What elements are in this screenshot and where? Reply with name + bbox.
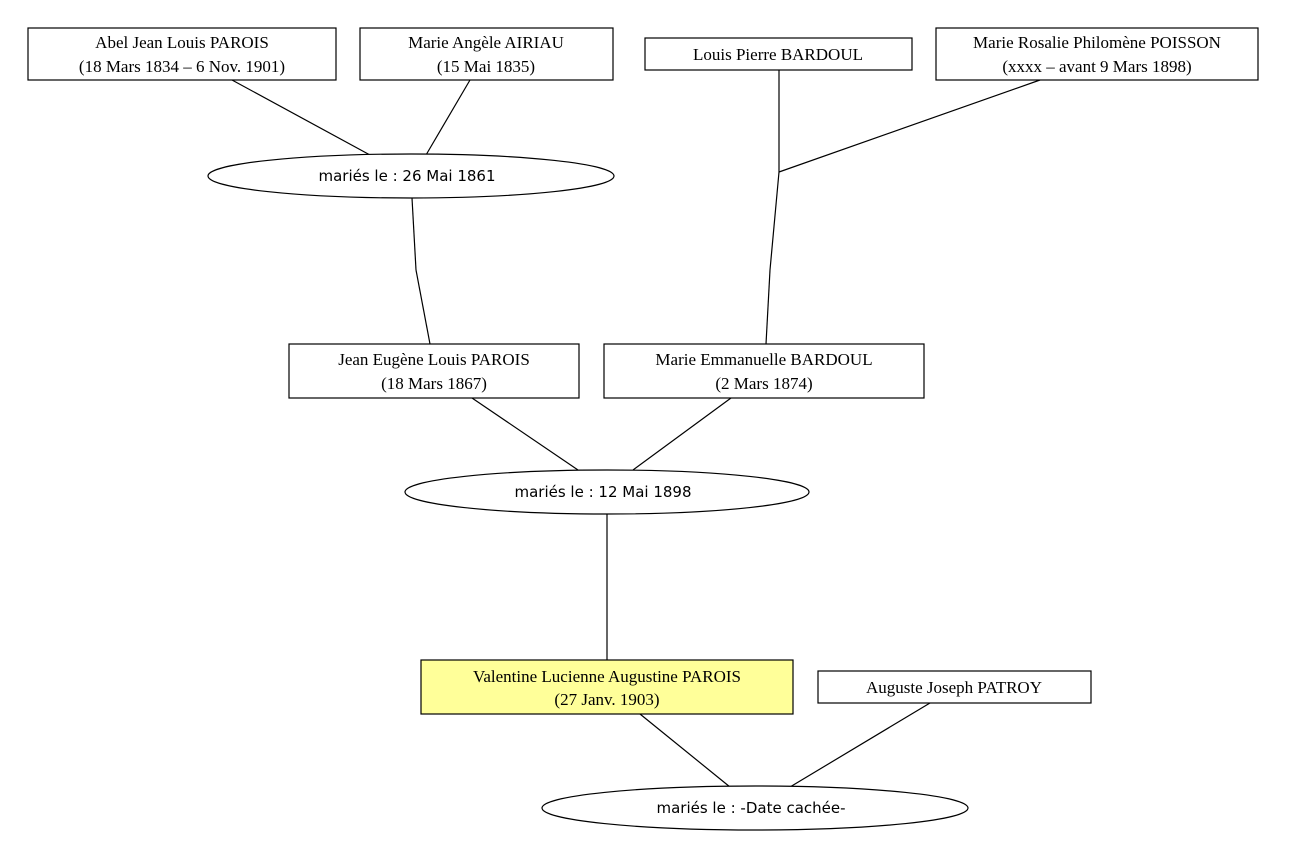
link-marriage-1861-to-jean-eugene-a [411, 197, 417, 271]
link-marie-rosalie-to-junction [778, 79, 1041, 173]
person-box [644, 37, 913, 71]
person-box-highlighted [420, 659, 794, 715]
marriage-label: mariés le : 26 Mai 1861 [318, 167, 495, 185]
person-box [359, 27, 614, 81]
person-marie-rosalie-poisson: Marie Rosalie Philomène POISSON (xxxx – … [935, 27, 1259, 81]
person-marie-emmanuelle-bardoul: Marie Emmanuelle BARDOUL (2 Mars 1874) [603, 343, 925, 399]
person-dates: (18 Mars 1867) [381, 374, 487, 393]
link-junction-to-marie-emmanuelle-a [769, 171, 780, 271]
person-name: Valentine Lucienne Augustine PAROIS [473, 667, 741, 686]
link-junction-to-marie-emmanuelle-b [765, 269, 771, 345]
link-marie-emmanuelle-to-marriage-1898 [632, 397, 732, 471]
person-name: Auguste Joseph PATROY [866, 678, 1042, 697]
link-abel-to-marriage-1861 [231, 79, 371, 156]
person-dates: (27 Janv. 1903) [554, 690, 659, 709]
marriage-label: mariés le : 12 Mai 1898 [514, 483, 691, 501]
person-jean-eugene-parois: Jean Eugène Louis PAROIS (18 Mars 1867) [288, 343, 580, 399]
person-auguste-patroy: Auguste Joseph PATROY [817, 670, 1092, 704]
link-jean-eugene-to-marriage-1898 [471, 397, 579, 471]
marriage-ellipse [541, 785, 969, 831]
link-valentine-to-marriage-hidden [639, 713, 731, 788]
person-box [27, 27, 337, 81]
person-dates: (2 Mars 1874) [715, 374, 812, 393]
marriage-label: mariés le : -Date cachée- [656, 799, 845, 817]
link-auguste-to-marriage-hidden [789, 702, 931, 788]
link-marie-angele-to-marriage-1861 [425, 79, 471, 156]
person-marie-angele-airiau: Marie Angèle AIRIAU (15 Mai 1835) [359, 27, 614, 81]
person-name: Marie Rosalie Philomène POISSON [973, 33, 1221, 52]
marriage-ellipse [207, 153, 615, 199]
marriage-hidden-date: mariés le : -Date cachée- [541, 785, 969, 831]
person-name: Abel Jean Louis PAROIS [95, 33, 269, 52]
person-box [603, 343, 925, 399]
person-name: Louis Pierre BARDOUL [693, 45, 863, 64]
person-louis-pierre-bardoul: Louis Pierre BARDOUL [644, 37, 913, 71]
person-box [288, 343, 580, 399]
marriage-ellipse [404, 469, 810, 515]
person-valentine-parois: Valentine Lucienne Augustine PAROIS (27 … [420, 659, 794, 715]
link-marriage-1861-to-jean-eugene-b [415, 269, 431, 345]
person-name: Jean Eugène Louis PAROIS [338, 350, 530, 369]
person-box [935, 27, 1259, 81]
marriage-1898: mariés le : 12 Mai 1898 [404, 469, 810, 515]
person-name: Marie Emmanuelle BARDOUL [655, 350, 872, 369]
person-name: Marie Angèle AIRIAU [408, 33, 564, 52]
connector-lines [231, 70, 1041, 788]
person-dates: (15 Mai 1835) [437, 57, 535, 76]
marriage-1861: mariés le : 26 Mai 1861 [207, 153, 615, 199]
person-dates: (xxxx – avant 9 Mars 1898) [1002, 57, 1191, 76]
person-abel-parois: Abel Jean Louis PAROIS (18 Mars 1834 – 6… [27, 27, 337, 81]
person-box [817, 670, 1092, 704]
person-dates: (18 Mars 1834 – 6 Nov. 1901) [79, 57, 285, 76]
